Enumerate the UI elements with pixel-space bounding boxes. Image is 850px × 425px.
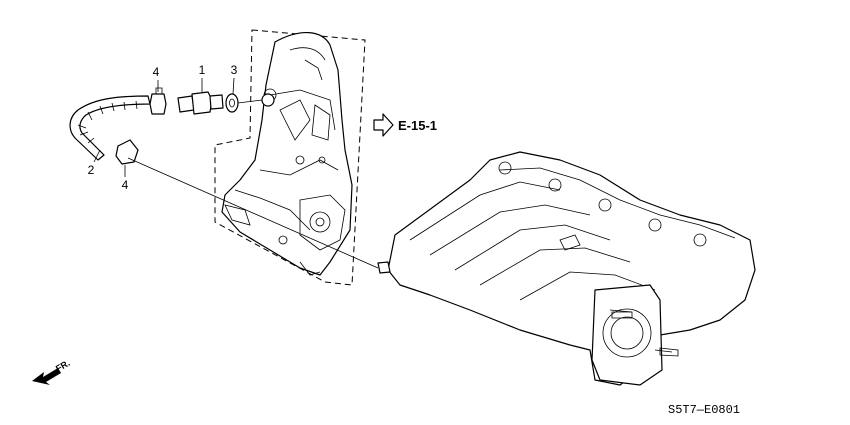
svg-text:4: 4 xyxy=(153,65,160,79)
svg-text:4: 4 xyxy=(122,178,129,192)
front-indicator-label: FR. xyxy=(54,358,72,374)
hose-clip-upper xyxy=(149,93,167,115)
diagram-code: S5T7—E0801 xyxy=(668,403,740,417)
callout-4-lower: 4 xyxy=(122,165,129,192)
intake-manifold xyxy=(377,151,756,386)
callout-2: 2 xyxy=(88,149,101,177)
washer xyxy=(225,93,239,113)
callout-1: 1 xyxy=(199,63,206,92)
bracket-assembly xyxy=(221,31,353,276)
reference-arrow xyxy=(373,113,394,137)
pcv-valve xyxy=(177,91,224,115)
front-arrow-icon xyxy=(32,368,61,385)
reference-label: E-15-1 xyxy=(398,118,437,133)
svg-text:2: 2 xyxy=(88,163,95,177)
svg-text:1: 1 xyxy=(199,63,206,77)
callout-3: 3 xyxy=(231,63,238,95)
bracket-boundary xyxy=(214,29,366,286)
pcv-hose xyxy=(69,95,151,161)
svg-text:3: 3 xyxy=(231,63,238,77)
callout-4-upper: 4 xyxy=(153,65,160,92)
hose-clip-lower xyxy=(115,139,139,165)
